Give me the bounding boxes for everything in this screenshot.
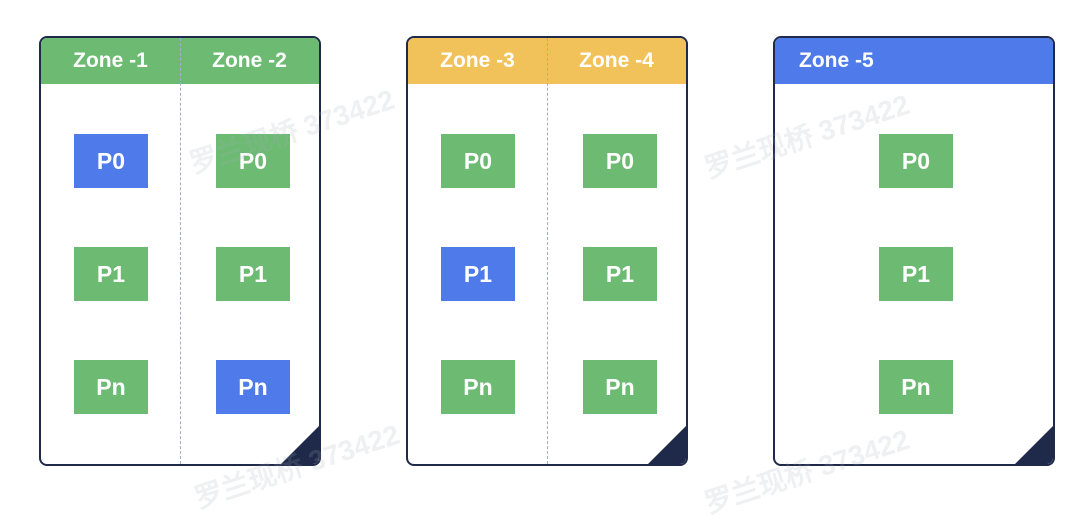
partition-box: Pn	[879, 360, 953, 414]
partition-box: P1	[441, 247, 515, 301]
zone-label-4: Zone -4	[579, 49, 654, 72]
zone-divider	[547, 38, 548, 464]
folded-corner-icon	[1015, 426, 1053, 464]
partition-box: Pn	[216, 360, 290, 414]
zone-label-3: Zone -3	[440, 49, 515, 72]
folded-corner-icon	[648, 426, 686, 464]
zone-label-1: Zone -1	[73, 49, 148, 72]
zone-divider	[180, 38, 181, 464]
partition-box: P0	[583, 134, 657, 188]
partition-box: P0	[74, 134, 148, 188]
zone-label-2: Zone -2	[212, 49, 287, 72]
partition-box: P1	[879, 247, 953, 301]
partition-box: Pn	[441, 360, 515, 414]
partition-box: Pn	[74, 360, 148, 414]
zone-card-1: Zone -1 Zone -2 P0 P1 Pn P0 P1 Pn	[39, 36, 321, 466]
zone-card-2: Zone -3 Zone -4 P0 P1 Pn P0 P1 Pn	[406, 36, 688, 466]
partition-box: P0	[216, 134, 290, 188]
partition-box: Pn	[583, 360, 657, 414]
partition-box: P1	[74, 247, 148, 301]
zone-label-5: Zone -5	[799, 49, 874, 72]
partition-box: P0	[879, 134, 953, 188]
partition-box: P1	[216, 247, 290, 301]
partition-box: P1	[583, 247, 657, 301]
partition-box: P0	[441, 134, 515, 188]
zone-card-3: Zone -5 P0 P1 Pn	[773, 36, 1055, 466]
card-header-3: Zone -5	[775, 38, 1053, 84]
folded-corner-icon	[281, 426, 319, 464]
